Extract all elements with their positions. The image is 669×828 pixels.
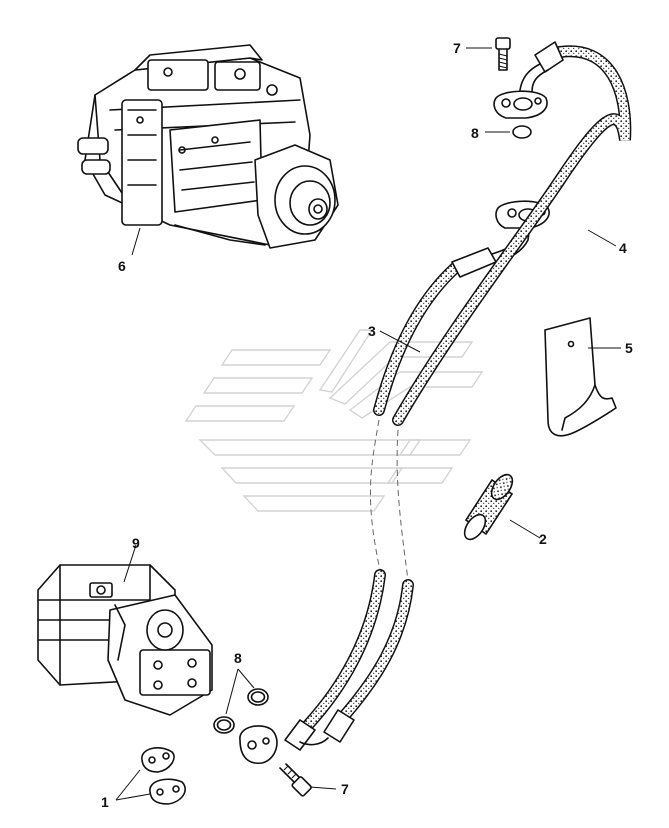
hydraulic-motor-part-9 <box>37 564 213 716</box>
leader-lines <box>115 47 621 801</box>
bolt-part-7-top <box>495 37 511 71</box>
braided-sleeve-part-2 <box>463 473 514 541</box>
watermark-logo <box>184 329 484 512</box>
hose-end-flange <box>239 725 278 764</box>
callout-5: 5 <box>625 340 633 356</box>
bolt-part-7-bottom <box>279 763 312 797</box>
callout-labels: 6 7 8 4 3 5 2 9 8 1 7 <box>101 40 633 810</box>
hydraulic-pump-part-6 <box>77 44 339 249</box>
callout-8-top: 8 <box>471 125 479 141</box>
callout-6: 6 <box>118 258 126 274</box>
callout-1: 1 <box>101 794 109 810</box>
hose-bracket-part-5 <box>544 317 617 437</box>
split-flange-part-1 <box>141 747 186 805</box>
callout-8-bottom: 8 <box>234 650 242 666</box>
o-ring-part-8-top <box>512 125 532 139</box>
callout-4: 4 <box>619 240 627 256</box>
callout-2: 2 <box>539 531 547 547</box>
o-rings-part-8-bottom <box>213 688 269 734</box>
callout-3: 3 <box>368 323 376 339</box>
hose-part-4 <box>299 41 632 746</box>
callout-7-top: 7 <box>453 40 461 56</box>
callout-7-bottom: 7 <box>341 781 349 797</box>
callout-9: 9 <box>132 535 140 551</box>
